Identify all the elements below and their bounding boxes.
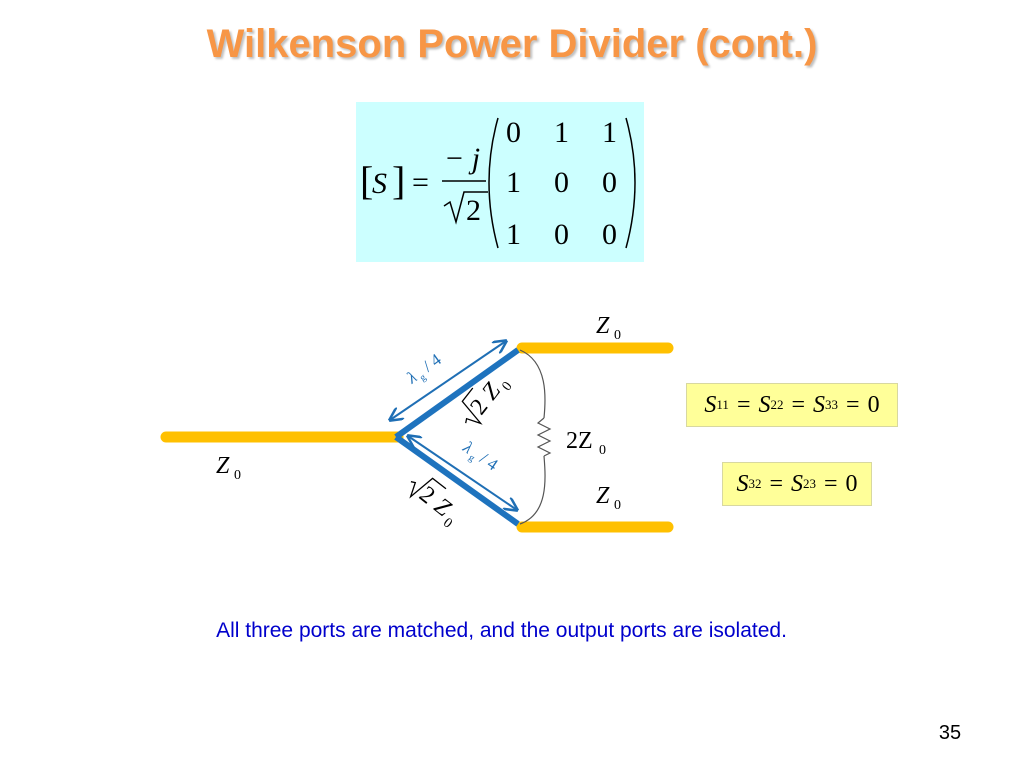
svg-text:0: 0 <box>234 468 241 483</box>
arrow-icon <box>408 436 517 510</box>
z0-bottom-label: Z <box>596 483 610 509</box>
resistor-value-label: 2Z <box>566 428 593 454</box>
matrix-cell: 0 <box>554 166 569 199</box>
svg-text:[: [ <box>360 158 373 203</box>
svg-text:/ 4: / 4 <box>476 449 502 475</box>
z0-input-label: Z <box>216 453 230 479</box>
wavelength-top-label: λ g / 4 <box>402 350 445 388</box>
svg-text:0: 0 <box>599 443 606 458</box>
matrix-cell: 1 <box>554 116 569 149</box>
matrix-cell: 1 <box>602 116 617 149</box>
z0-top-label: Z <box>596 313 610 339</box>
page-number: 35 <box>938 722 962 744</box>
matrix-lhs: S <box>372 167 387 200</box>
sqrt-icon <box>409 477 447 499</box>
wavelength-bottom-label: λ g / 4 <box>459 437 502 475</box>
svg-text:g: g <box>418 372 429 384</box>
s-matrix-equation: [ S ] = − j 2 0 1 1 1 0 0 1 0 0 <box>360 116 636 251</box>
matrix-cell: 1 <box>506 218 521 251</box>
matrix-denominator: 2 <box>466 194 481 227</box>
arrow-icon <box>390 341 506 420</box>
matrix-cell: 0 <box>506 116 521 149</box>
matrix-equals: = <box>412 166 429 199</box>
sqrt-icon <box>461 387 483 425</box>
transformer-bottom <box>394 434 520 527</box>
svg-text:/ 4: / 4 <box>419 350 445 376</box>
svg-text:g: g <box>466 452 476 464</box>
svg-text:0: 0 <box>614 328 621 343</box>
s-matrix-box: [ S ] = − j 2 0 1 1 1 0 0 1 0 0 <box>356 102 644 262</box>
svg-text:]: ] <box>392 158 405 203</box>
svg-text:0: 0 <box>614 498 621 513</box>
sqrt-icon <box>443 191 488 225</box>
matrix-cell: 0 <box>554 218 569 251</box>
slide-title: Wilkenson Power Divider (cont.) <box>206 22 818 66</box>
matrix-cell: 0 <box>602 166 617 199</box>
resistor-icon <box>536 417 552 457</box>
matrix-cell: 0 <box>602 218 617 251</box>
matrix-numerator: − j <box>444 142 480 175</box>
svg-text:λ: λ <box>402 368 420 388</box>
slide-caption: All three ports are matched, and the out… <box>216 619 787 642</box>
matrix-cell: 1 <box>506 166 521 199</box>
